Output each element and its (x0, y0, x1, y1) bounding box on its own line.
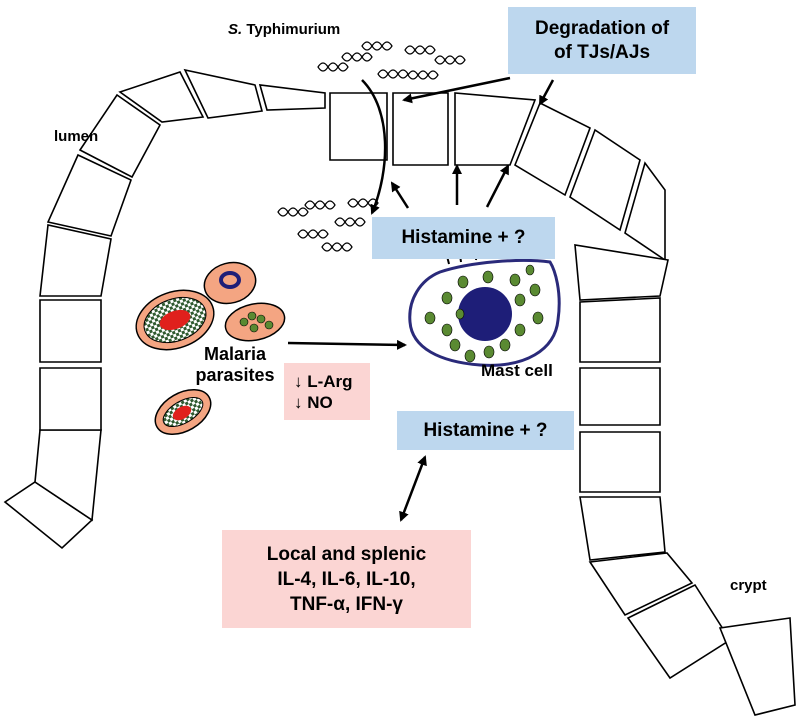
arrow-histamine-cytokines-bidirectional (399, 455, 427, 522)
salmonella-top (317, 41, 466, 80)
bacterium (304, 200, 336, 210)
malaria-infected-rbcs (135, 261, 286, 436)
arrow-degradation-to-tj-left (402, 76, 511, 104)
epithelial-cell (78, 93, 162, 179)
bacterium (321, 242, 353, 252)
larg-line: ↓ L-Arg (294, 371, 353, 391)
bacterium (347, 198, 379, 208)
mast-cell-granules (424, 264, 544, 363)
malaria-label-line2: parasites (195, 365, 275, 385)
bacterium (404, 45, 436, 55)
salmonella-genus-label: S. (228, 21, 243, 38)
bacterium (297, 229, 329, 239)
bacterium (341, 52, 373, 62)
bacterium (377, 69, 409, 79)
rbc-trophozoite (224, 302, 286, 342)
bacterium (434, 55, 466, 65)
histamine-lower-box: Histamine + ? (397, 411, 574, 450)
histamine-upper-box: Histamine + ? (372, 217, 555, 259)
degradation-line2: of TJs/AJs (553, 41, 651, 63)
epithelial-cell (258, 84, 326, 111)
epithelial-cell (39, 224, 112, 297)
epithelial-cell (392, 92, 449, 166)
epithelium-left (3, 93, 162, 550)
epithelial-cell (579, 496, 666, 561)
arrow-histamine-to-junction-1 (390, 181, 410, 209)
degradation-line1: Degradation of (534, 17, 670, 39)
rbc-ring-stage (203, 261, 257, 305)
mast-cell-label: Mast cell (481, 361, 553, 380)
crypt-label: crypt (730, 577, 767, 594)
salmonella-serovar-label: Typhimurium (246, 21, 341, 38)
degradation-tj-aj-box: Degradation of of TJs/AJs (508, 7, 696, 74)
arrow-salmonella-invasion (361, 79, 387, 215)
larg-no-box: ↓ L-Arg ↓ NO (284, 363, 370, 420)
bacterium (334, 217, 366, 227)
epithelial-cell (569, 128, 641, 232)
epithelial-cell (579, 367, 661, 426)
salmonella-invaded (277, 198, 379, 252)
epithelial-cell (574, 244, 669, 301)
malaria-parasites-label: Malaria parasites (180, 344, 290, 386)
epithelial-cell (514, 101, 592, 197)
epithelial-cell (588, 552, 694, 617)
mast-cell (408, 247, 561, 367)
bacterium (277, 207, 309, 217)
epithelial-cell (39, 299, 102, 363)
epithelial-cell (118, 71, 205, 123)
rbc-gametocyte (154, 388, 212, 436)
epithelial-cell (718, 617, 796, 716)
bacterium (361, 41, 393, 51)
epithelial-cell (579, 431, 661, 493)
epithelial-cell (579, 297, 661, 363)
epithelial-cell (329, 92, 388, 161)
cytokines-box: Local and splenic IL-4, IL-6, IL-10, TNF… (222, 530, 471, 628)
cytokines-line1: Local and splenic (266, 543, 427, 565)
epithelium-right (569, 128, 796, 716)
malaria-label-line1: Malaria (203, 344, 267, 364)
epithelial-cell (454, 92, 537, 166)
arrow-histamine-to-junction-3 (485, 164, 510, 208)
epithelium-top (118, 68, 592, 197)
cytokines-line3: TNF-α, IFN-γ (290, 593, 403, 615)
arrow-degradation-to-tj-right (538, 79, 555, 106)
epithelial-cell (39, 367, 102, 431)
epithelial-cell (183, 68, 264, 119)
cytokines-line2: IL-4, IL-6, IL-10, (277, 568, 416, 590)
bacterium (317, 62, 349, 72)
no-line: ↓ NO (294, 392, 333, 412)
arrows (287, 76, 555, 522)
arrow-malaria-to-mast-cell (287, 339, 407, 350)
mast-cell-nucleus (458, 287, 512, 341)
bacterium (407, 70, 439, 80)
epithelial-cell (46, 153, 132, 237)
salmonella-label: S. Typhimurium (228, 21, 340, 38)
rbc-schizont-large (135, 289, 215, 351)
lumen-label: lumen (54, 128, 99, 145)
